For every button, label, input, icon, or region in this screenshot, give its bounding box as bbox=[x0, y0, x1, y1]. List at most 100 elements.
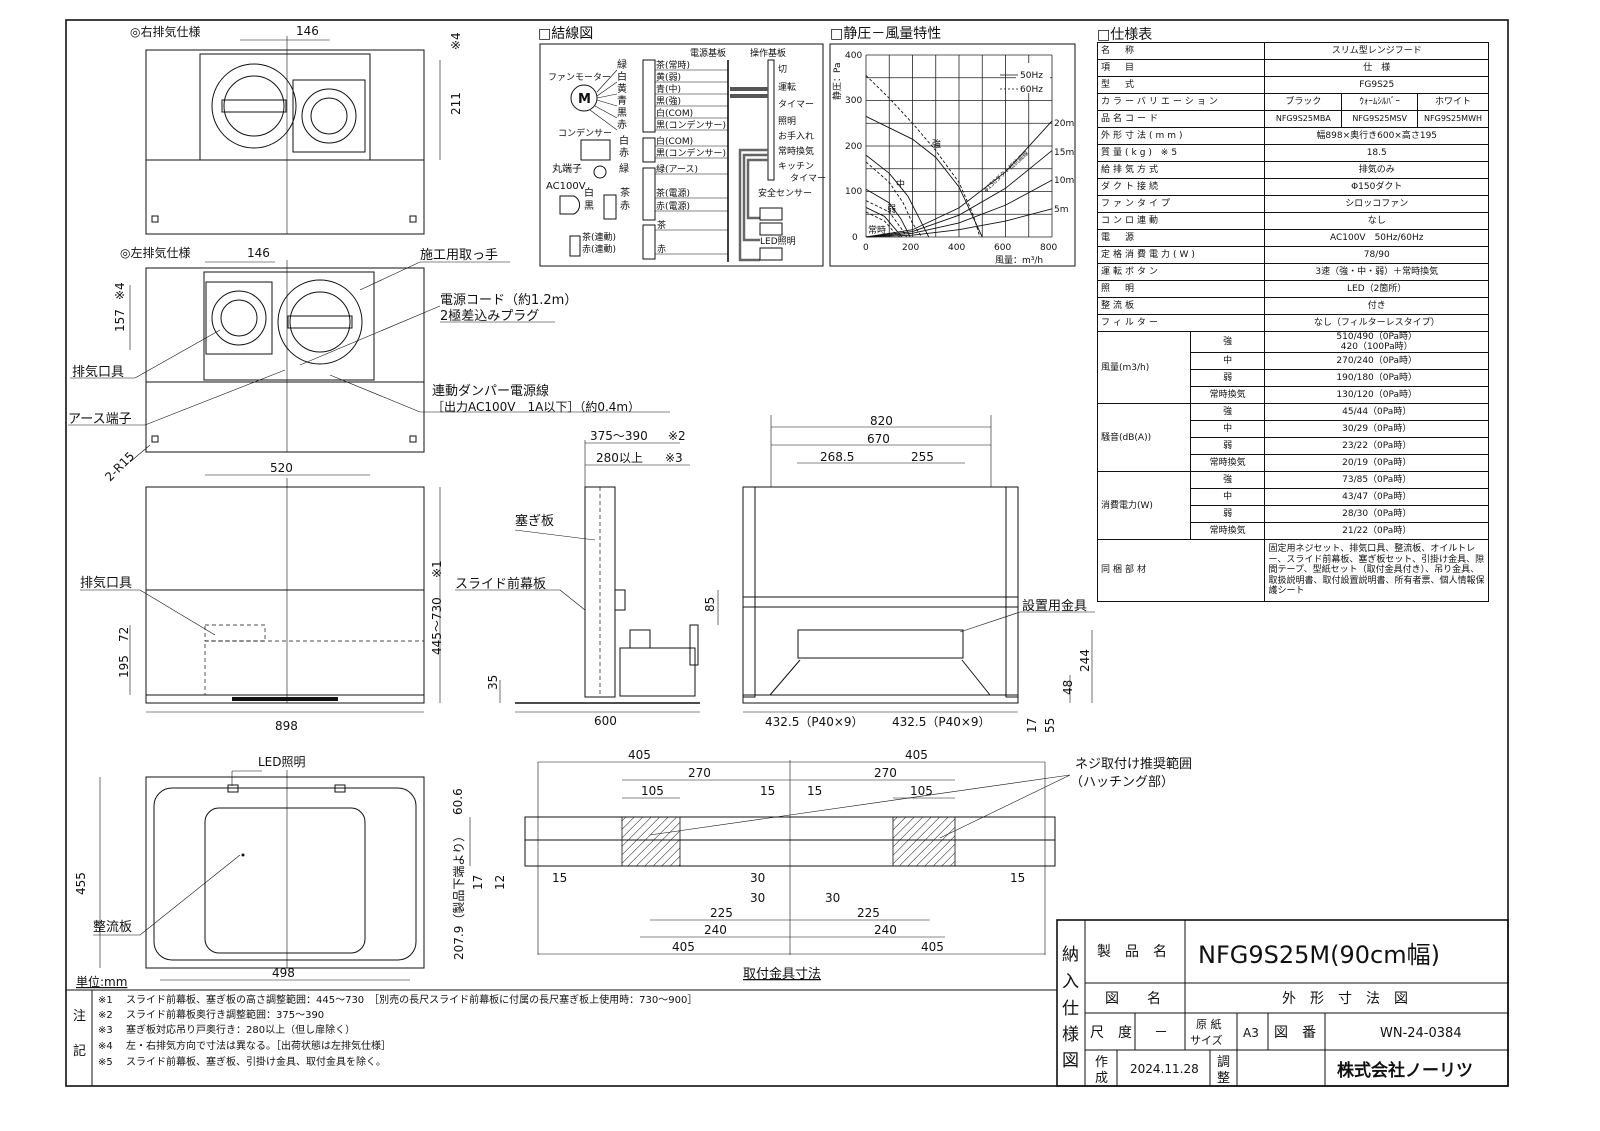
right-exhaust-title: ◎右排気仕様 bbox=[130, 24, 200, 39]
hatching-label: （ハッチング部） bbox=[1070, 775, 1174, 790]
spec-value: 排気のみ bbox=[1264, 161, 1489, 179]
spec-group-label: 風量(m3/h) bbox=[1097, 331, 1191, 404]
spec-value: 30/29（0Pa時） bbox=[1264, 420, 1489, 438]
dim-label: 105 bbox=[641, 784, 664, 798]
product-code: NFG9S25MBA bbox=[1264, 110, 1343, 128]
paper-label: 原 紙 bbox=[1196, 1017, 1222, 1031]
mount-dims-title: 取付金具寸法 bbox=[743, 966, 821, 982]
spec-row-colors: カラーバリエーションブラックｳｫｰﾑｼﾙﾊﾞｰホワイト bbox=[1096, 93, 1489, 111]
spec-label: 外形寸法(mm) bbox=[1096, 127, 1266, 145]
wire-label: 茶(電源) bbox=[656, 187, 690, 199]
spec-value: 45/44（0Pa時） bbox=[1264, 403, 1489, 421]
notes: 注 記 ※1 スライド前幕板、塞ぎ板の高さ調整範囲：445～730 ［別売の長尺… bbox=[66, 989, 1057, 1086]
wire-label: 赤 bbox=[619, 147, 629, 159]
dim-label: 670 bbox=[867, 432, 890, 446]
spec-label: 項 目 bbox=[1096, 59, 1266, 77]
spec-row: 給排気方式排気のみ bbox=[1096, 161, 1489, 179]
wiring-diagram: □結線図 電源基板 操作基板 M ファンモーター 緑 白 黄 青 黒 赤 茶(常… bbox=[538, 26, 826, 267]
fan-motor-label: ファンモーター bbox=[548, 72, 611, 83]
note-mark: ※3 bbox=[98, 1025, 113, 1036]
power-board-label: 電源基板 bbox=[690, 47, 726, 59]
spec-label: 質量(kg) ※5 bbox=[1096, 144, 1266, 162]
spec-value: 43/47（0Pa時） bbox=[1264, 488, 1489, 506]
spec-mode: 中 bbox=[1189, 352, 1266, 370]
dim-label: 48 bbox=[1061, 680, 1075, 695]
spec-value: 付き bbox=[1264, 297, 1489, 315]
spec-value: FG9S25 bbox=[1264, 76, 1489, 94]
color-variant: ｳｫｰﾑｼﾙﾊﾞｰ bbox=[1341, 93, 1419, 111]
spec-value-text: 23/22（0Pa時） bbox=[1342, 441, 1412, 451]
spec-label: 名 称 bbox=[1096, 42, 1266, 60]
dim-label: ※3 bbox=[665, 451, 683, 465]
wire-label: 黒(コンデンサー) bbox=[656, 147, 726, 159]
dim-label: 455 bbox=[74, 872, 88, 895]
x-tick: 0 bbox=[863, 243, 869, 253]
spec-value-text: 28/30（0Pa時） bbox=[1342, 509, 1412, 519]
dim-label: 30 bbox=[750, 891, 765, 905]
legend-60hz: 60Hz bbox=[1020, 85, 1043, 95]
earth-terminal-label: アース端子 bbox=[68, 412, 132, 427]
plug-label: 2極差込みプラグ bbox=[440, 308, 539, 324]
wire-label: 青(中) bbox=[656, 83, 681, 95]
spec-value-text: 73/85（0Pa時） bbox=[1342, 475, 1412, 485]
chart-title: □静圧－風量特性 bbox=[830, 26, 941, 42]
product-code: NFG9S25MSV bbox=[1341, 110, 1419, 128]
title-block: 納 入 仕 様 図 製 品 名 NFG9S25M(90cm幅) 図 名 外 形 … bbox=[1056, 919, 1509, 1087]
dim-label: 820 bbox=[870, 414, 893, 428]
spec-label: 型 式 bbox=[1096, 76, 1266, 94]
led-wiring-label: LED照明 bbox=[760, 236, 796, 247]
series-line bbox=[865, 179, 1053, 238]
spec-row: 定格消費電力(W)78/90 bbox=[1096, 246, 1489, 264]
y-tick: 100 bbox=[845, 187, 862, 197]
dim-label: 225 bbox=[857, 906, 880, 920]
dim-label: 72 bbox=[117, 627, 131, 642]
dim-label: 268.5 bbox=[820, 450, 854, 464]
wire-label: 黄 bbox=[617, 82, 627, 95]
dim-label: 146 bbox=[247, 246, 270, 260]
color-variant: ホワイト bbox=[1417, 93, 1489, 111]
wire-label: 赤 bbox=[657, 244, 666, 255]
y-tick: 200 bbox=[845, 142, 862, 152]
adjust-label: 整 bbox=[1217, 1071, 1230, 1086]
color-variant: ブラック bbox=[1264, 93, 1343, 111]
dim-label: 35 bbox=[486, 675, 500, 690]
wire-label: 茶(連動) bbox=[582, 231, 616, 243]
dim-label: 520 bbox=[270, 461, 293, 475]
control-label: 常時換気 bbox=[778, 145, 814, 157]
series-line bbox=[865, 150, 1053, 238]
created-label: 作 bbox=[1095, 1055, 1108, 1070]
spec-row: フィルターなし（フィルターレスタイプ） bbox=[1096, 314, 1489, 332]
dim-label: 240 bbox=[874, 923, 897, 937]
drawing-label: 図 名 bbox=[1105, 991, 1161, 1007]
dim-label: 498 bbox=[272, 966, 295, 980]
safety-sensor-label: 安全センサー bbox=[758, 187, 812, 199]
x-tick: 200 bbox=[902, 243, 919, 253]
note-mark: ※4 bbox=[98, 1041, 113, 1052]
y-tick: 300 bbox=[845, 96, 862, 106]
control-label: 運転 bbox=[778, 82, 796, 93]
ac100v-label: AC100V bbox=[546, 181, 586, 192]
wire-label: 茶 bbox=[657, 219, 666, 231]
side-view: 375～390 ※2 280以上 ※3 85 35 600 塞ぎ板 スライド前幕… bbox=[455, 429, 719, 728]
side-label: 様 bbox=[1062, 1025, 1079, 1045]
left-exhaust-view: ◎左排気仕様 146 ※4 157 施工用取っ手 電源コード（約1.2m） 2極… bbox=[68, 245, 670, 484]
series-line bbox=[865, 211, 900, 238]
screw-range-label: ネジ取付け推奨範囲 bbox=[1075, 757, 1192, 772]
x-tick: 800 bbox=[1040, 243, 1057, 253]
dim-label: 270 bbox=[688, 766, 711, 780]
product-name: NFG9S25M(90cm幅) bbox=[1198, 941, 1440, 969]
dim-label: 405 bbox=[921, 940, 944, 954]
spec-value: なし bbox=[1264, 212, 1489, 230]
exhaust-port bbox=[292, 79, 366, 153]
spec-value: スリム型レンジフード bbox=[1264, 42, 1489, 60]
dim-label: 432.5（P40×9） bbox=[765, 715, 864, 729]
wire-label: 白(COM) bbox=[656, 135, 693, 147]
spec-row: 整流板付き bbox=[1096, 297, 1489, 315]
spec-mode: 中 bbox=[1189, 420, 1266, 438]
notes-header: 注 bbox=[73, 1009, 86, 1024]
